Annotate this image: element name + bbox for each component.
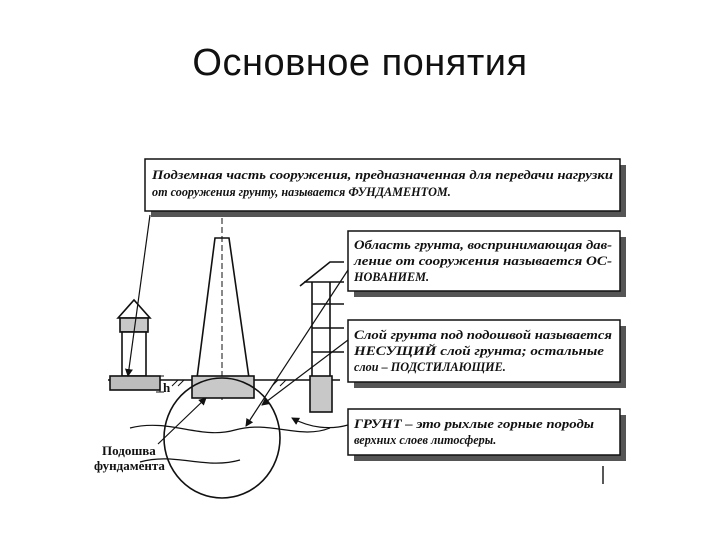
arrow-bearing — [261, 339, 349, 406]
box-base-line2: ление от сооружения называется ОС- — [353, 254, 612, 268]
frame-building — [299, 261, 344, 413]
box-bearing-line2: НЕСУЩИЙ слой грунта; остальные — [353, 343, 605, 358]
box-soil — [347, 408, 621, 456]
box-base-line1: Область грунта, воспринимающая дав- — [354, 238, 612, 252]
box-soil-line1: ГРУНТ – это рыхлые горные породы — [353, 417, 595, 431]
box-bearing-line1: Слой грунта под подошвой называется — [354, 328, 612, 342]
small-building — [109, 298, 161, 391]
soil-wave-lower — [139, 458, 241, 464]
box-soil-line2: верхних слоев литосферы. — [354, 433, 496, 447]
depth-label: h — [163, 380, 171, 395]
box-bearing-line3: слои – ПОДСТИЛАЮЩИЕ. — [354, 360, 506, 374]
sole-label-line1: Подошва — [102, 443, 156, 458]
soil-wave-upper — [129, 424, 331, 434]
slide-title: Основное понятия — [192, 42, 528, 84]
sole-label-line2: фундамента — [94, 458, 165, 473]
tower — [191, 218, 255, 400]
arrow-foundation — [124, 214, 151, 377]
sole-arrow — [157, 397, 207, 445]
box-bearing — [347, 319, 621, 383]
arrow-soil — [291, 417, 349, 429]
box-foundation — [144, 158, 621, 212]
depth-marker — [156, 375, 164, 393]
box-base-line3: НОВАНИЕМ. — [353, 270, 429, 284]
box-base — [347, 230, 621, 292]
box-foundation-line2: от сооружения грунту, называется ФУНДАМЕ… — [152, 185, 451, 199]
box-foundation-line1: Подземная часть сооружения, предназначен… — [151, 168, 613, 182]
